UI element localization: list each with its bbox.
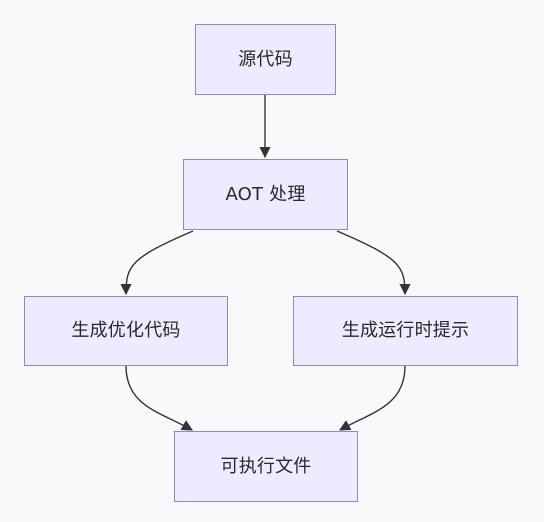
node-aot-processing: AOT 处理 — [183, 159, 348, 230]
edge-aot-to-optimized — [120, 230, 194, 296]
node-generate-runtime-hints: 生成运行时提示 — [293, 296, 518, 366]
node-source-code-label: 源代码 — [238, 48, 293, 70]
node-executable: 可执行文件 — [174, 431, 358, 502]
node-generate-runtime-hints-label: 生成运行时提示 — [341, 320, 470, 341]
node-generate-optimized-code-label: 生成优化代码 — [71, 320, 181, 341]
edge-aot-to-hints — [336, 230, 411, 296]
edge-optimized-to-executable — [125, 365, 193, 431]
node-executable-label: 可执行文件 — [220, 455, 312, 477]
node-source-code: 源代码 — [195, 24, 336, 95]
edge-hints-to-executable — [339, 365, 406, 431]
node-generate-optimized-code: 生成优化代码 — [24, 296, 228, 366]
node-aot-processing-label: AOT 处理 — [225, 183, 306, 205]
